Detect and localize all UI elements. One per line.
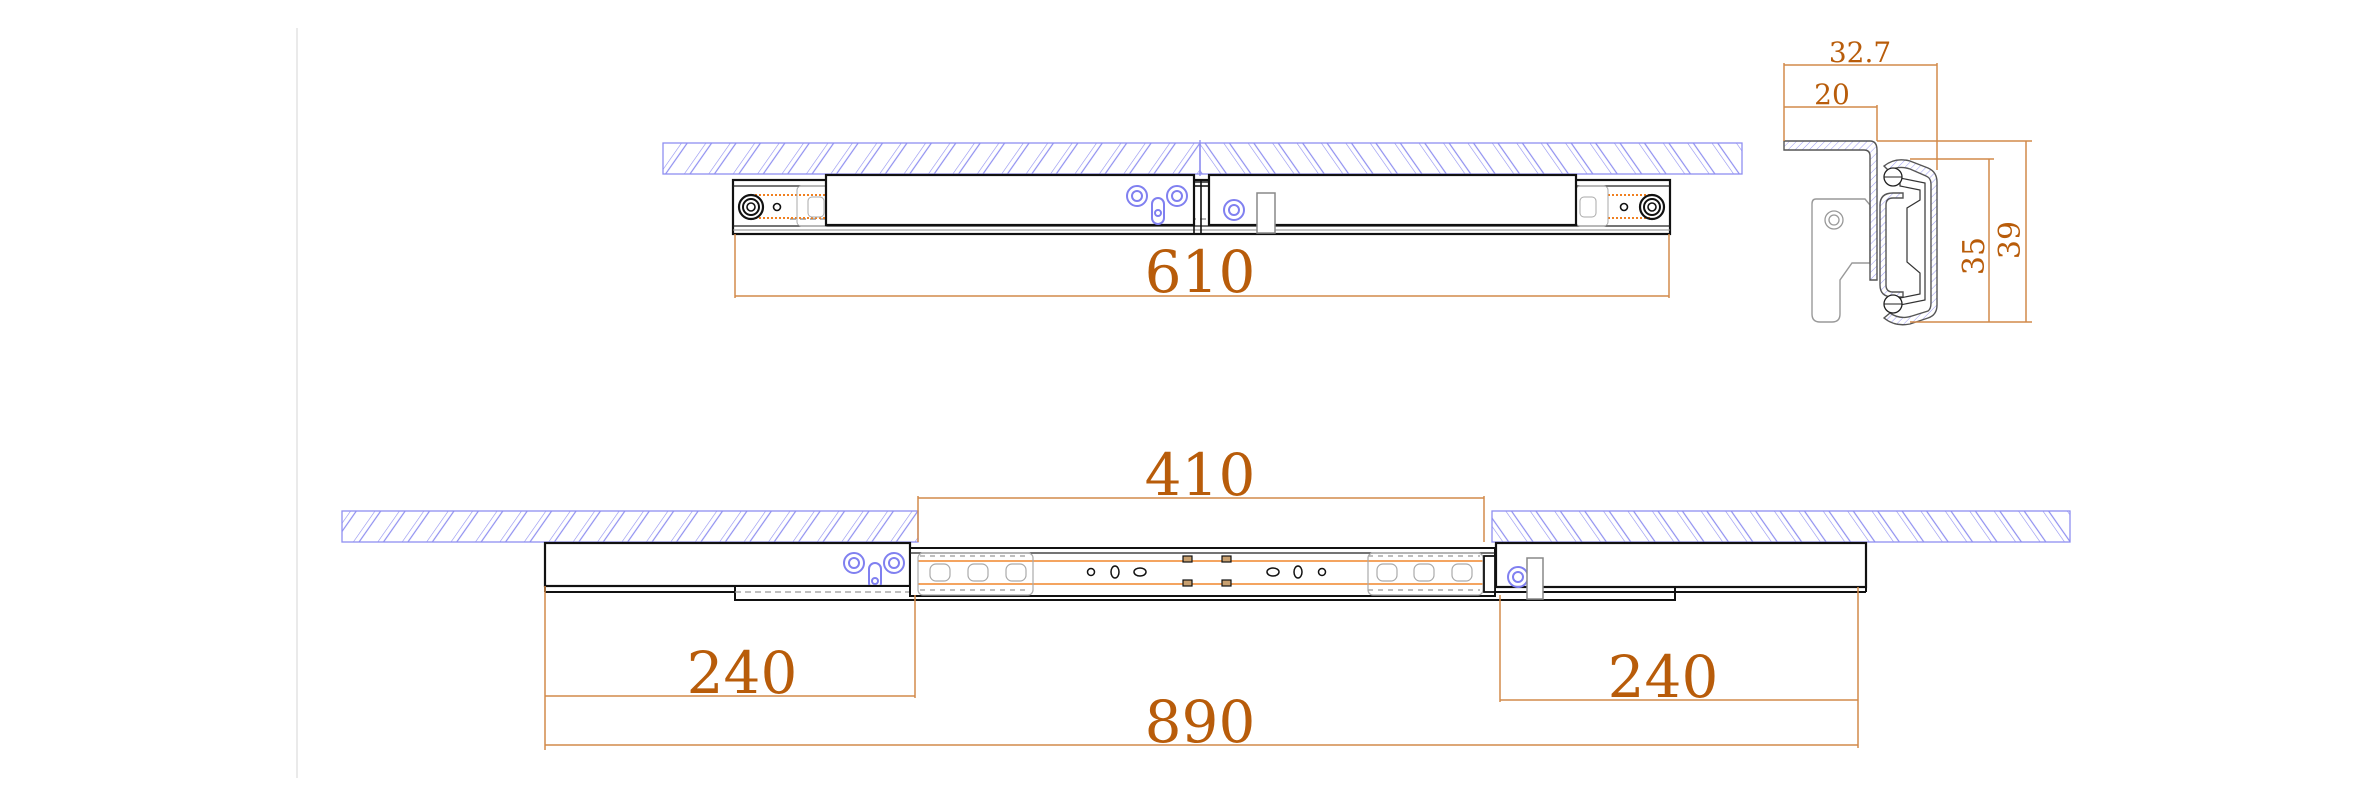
dimension-39: 39 <box>1877 140 2032 323</box>
dimension-label-overall-width: 32.7 <box>1829 36 1891 69</box>
bottom-view: 410 240 240 890 <box>341 441 2071 756</box>
dimension-240-left: 240 <box>544 586 916 750</box>
dimension-label-overall-length: 610 <box>1145 238 1256 306</box>
dimension-610: 610 <box>734 234 1670 306</box>
cabinet-panel-hatch-extended <box>341 510 2071 543</box>
mounting-bracket <box>1811 198 1871 323</box>
top-view: 610 <box>662 140 1743 306</box>
dimension-label-center-opening: 410 <box>1145 441 1256 509</box>
cabinet-panel-hatch <box>662 140 1743 176</box>
dimension-label-overall-height: 39 <box>1993 221 2028 259</box>
dimension-890: 890 <box>545 688 1858 756</box>
dimension-20: 20 <box>1784 78 1878 141</box>
release-tab <box>1256 192 1276 234</box>
middle-rail <box>909 547 1496 597</box>
profile-view: 32.7 20 39 35 <box>1783 36 2032 326</box>
dimension-label-right-extension: 240 <box>1608 643 1719 711</box>
release-tab <box>1526 557 1544 600</box>
left-member <box>543 541 912 593</box>
inner-member <box>824 173 1578 234</box>
inner-member-section <box>1879 192 1904 298</box>
dimension-35: 35 <box>1910 158 1994 322</box>
dimension-label-total-extended-length: 890 <box>1145 688 1256 756</box>
dimension-label-bracket-width: 20 <box>1814 78 1850 111</box>
dimension-32-7: 32.7 <box>1783 36 1938 170</box>
dimension-410: 410 <box>917 441 1485 542</box>
dimension-240-right: 240 <box>1499 587 1859 748</box>
right-member <box>1494 541 1868 600</box>
dimension-label-rail-height: 35 <box>1957 237 1992 275</box>
l-bracket-section <box>1783 140 1878 281</box>
dimension-label-left-extension: 240 <box>687 639 798 707</box>
